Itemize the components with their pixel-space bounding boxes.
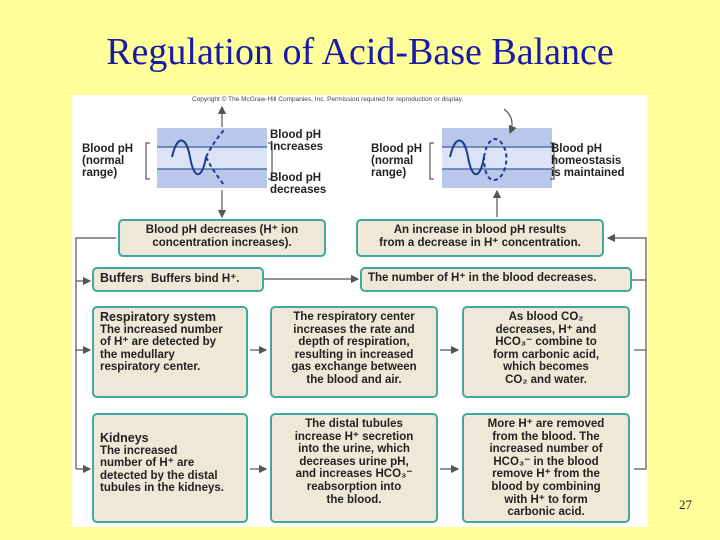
respiratory-center-box: The respiratory center increases the rat… <box>270 306 438 398</box>
h-decrease-text: The number of H⁺ in the blood decreases. <box>368 272 597 284</box>
respiratory-center-text: The respiratory center increases the rat… <box>291 311 417 386</box>
buffers-text: Buffers bind H⁺. <box>150 273 240 285</box>
right-ph-return-curve <box>483 138 508 182</box>
left-ph-graph <box>145 105 273 219</box>
ph-increase-text: An increase in blood pH results from a d… <box>379 224 581 249</box>
right-ph-wave <box>449 139 485 176</box>
right-ph-normal-band <box>442 147 552 169</box>
left-ph-decrease-curve <box>205 156 225 186</box>
h-decrease-box: The number of H⁺ in the blood decreases. <box>360 267 632 292</box>
copyright-notice: Copyright © The McGraw-Hill Companies, I… <box>192 96 464 103</box>
acid-base-diagram: Copyright © The McGraw-Hill Companies, I… <box>72 95 648 527</box>
ph-decrease-text: Blood pH decreases (H⁺ ion concentration… <box>145 224 299 249</box>
ph-decreases-label: Blood pH decreases <box>270 172 327 196</box>
carbonic-acid-box: As blood CO₂ decreases, H⁺ and HCO₃⁻ com… <box>462 306 630 398</box>
ph-decrease-box: Blood pH decreases (H⁺ ion concentration… <box>118 219 326 257</box>
kidneys-heading: Kidneys <box>100 431 149 445</box>
buffers-heading: Buffers <box>100 271 144 285</box>
diagram-graphics <box>75 105 647 474</box>
page-number: 27 <box>679 497 692 512</box>
right-ph-graph <box>429 108 555 217</box>
slide-title: Regulation of Acid-Base Balance <box>106 31 614 73</box>
right-normal-range-label: Blood pH (normal range) <box>371 143 423 179</box>
kidneys-box: Kidneys The increased number of H⁺ are d… <box>92 413 248 523</box>
respiratory-detection-text: The increased number of H⁺ are detected … <box>100 323 223 374</box>
buffers-box: Buffers Buffers bind H⁺. <box>92 267 264 292</box>
h-removal-text: More H⁺ are removed from the blood. The … <box>487 418 605 519</box>
left-distribution-line <box>75 237 116 469</box>
left-ph-normal-band <box>157 147 267 169</box>
ph-increases-label: Blood pH increases <box>270 129 324 153</box>
distal-tubules-text: The distal tubules increase H⁺ secretion… <box>294 418 414 506</box>
homeostasis-label: Blood pH homeostasis is maintained <box>551 143 625 179</box>
left-ph-wave <box>171 139 207 176</box>
right-collection-line <box>606 233 647 280</box>
h-removal-box: More H⁺ are removed from the blood. The … <box>462 413 630 523</box>
kidneys-detection-text: The increased number of H⁺ are detected … <box>100 444 224 495</box>
respiratory-system-heading: Respiratory system <box>100 310 217 324</box>
ph-increase-box: An increase in blood pH results from a d… <box>356 219 604 257</box>
left-normal-range-label: Blood pH (normal range) <box>82 143 134 179</box>
respiratory-system-box: Respiratory system The increased number … <box>92 306 248 398</box>
carbonic-acid-text: As blood CO₂ decreases, H⁺ and HCO₃⁻ com… <box>492 311 600 386</box>
left-ph-increase-curve <box>205 129 225 158</box>
distal-tubules-box: The distal tubules increase H⁺ secretion… <box>270 413 438 523</box>
